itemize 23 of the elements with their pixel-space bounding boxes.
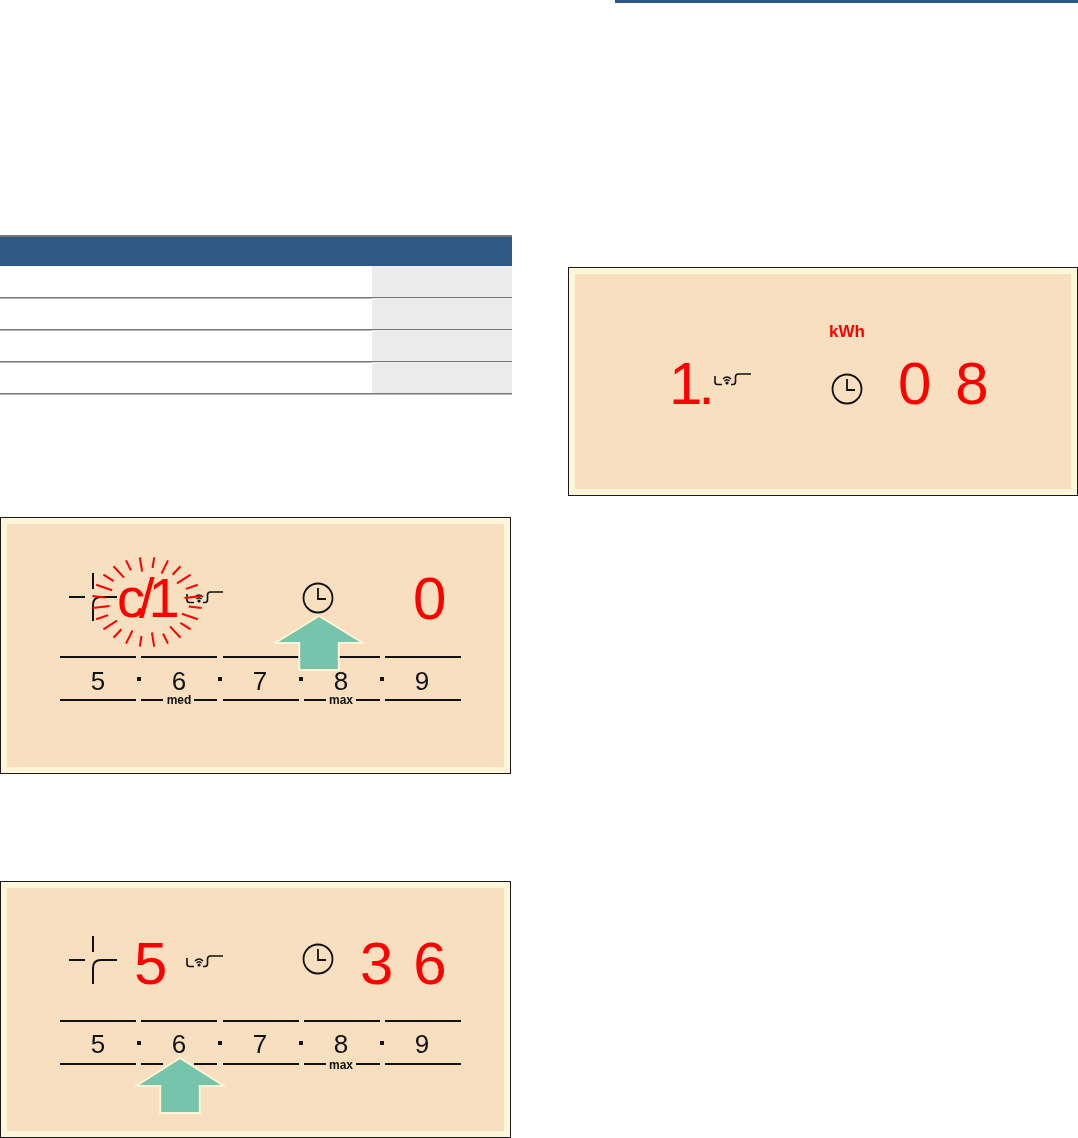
level-number: 8 (332, 668, 350, 694)
display-panel (0, 881, 511, 1138)
display-readout: 1. (669, 354, 713, 414)
level-number: 9 (413, 1031, 431, 1057)
level-number: 6 (171, 668, 187, 694)
display-readout: c/1 (117, 570, 176, 626)
level-number: 5 (89, 1031, 107, 1057)
level-caption: max (328, 694, 354, 706)
display-panel (568, 267, 1078, 496)
level-number: 7 (251, 1031, 269, 1057)
level-number: 5 (89, 668, 107, 694)
level-caption: max (328, 1059, 354, 1071)
level-number: 9 (413, 668, 431, 694)
level-number: 6 (170, 1031, 188, 1057)
display-readout: 36 (360, 934, 447, 994)
level-number: 8 (332, 1031, 350, 1057)
display-readout: 0 (413, 569, 447, 629)
display-readout: 5 (134, 934, 168, 994)
display-readout: 08 (898, 354, 989, 414)
level-number: 7 (251, 668, 269, 694)
unit-label: kWh (828, 323, 866, 340)
level-caption: med (165, 694, 193, 706)
display-panel (0, 517, 511, 774)
